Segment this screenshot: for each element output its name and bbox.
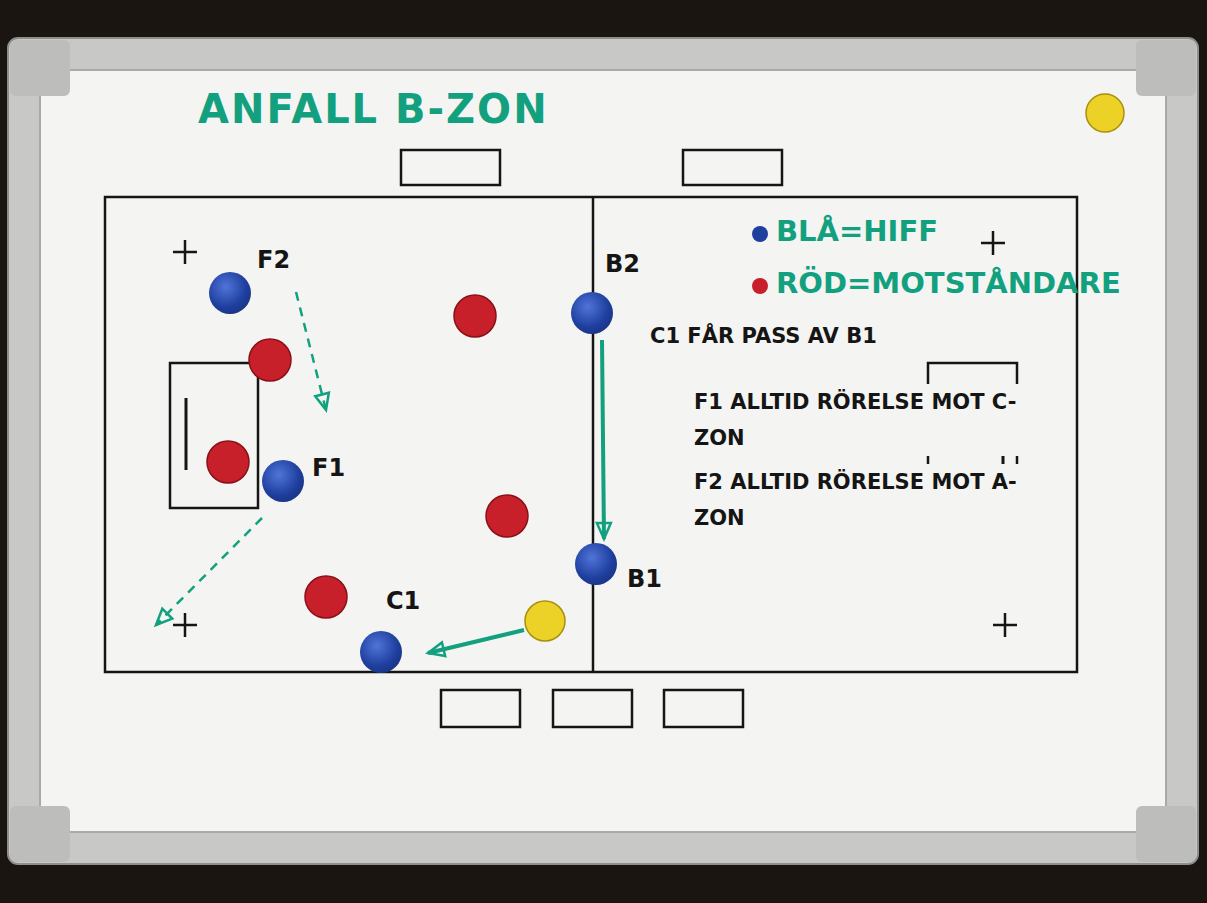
frame-corner [1136,806,1196,862]
tactic-note: F2 ALLTID RÖRELSE MOT A-ZON [690,464,1028,536]
spare-magnet [1086,94,1124,132]
bench [441,690,520,727]
legend-text: RÖD=MOTSTÅNDARE [776,266,1121,300]
movement-arrow [156,518,262,625]
player-label: C1 [386,587,420,615]
opponent-magnet [486,495,528,537]
ball-magnet [525,601,565,641]
player-magnet: F2 [209,272,251,314]
frame-corner [1136,40,1196,96]
player-magnet: F1 [262,460,304,502]
legend-text: BLÅ=HIFF [776,214,938,248]
bench [401,150,500,185]
player-label: F1 [312,454,345,482]
tactic-note: F1 ALLTID RÖRELSE MOT C-ZON [690,384,1028,456]
movement-arrow [296,292,326,410]
player-magnet: B1 [575,543,617,585]
player-label: B2 [605,250,640,278]
board-frame [8,38,1198,864]
opponent-magnet [454,295,496,337]
tactic-note: C1 FÅR PASS AV B1 [646,318,881,354]
faceoff-dot [993,613,1017,637]
center-line [592,197,595,672]
bench [683,150,782,185]
pass-arrow [428,630,524,653]
opponent-magnet [249,339,291,381]
frame-corner [10,806,70,862]
bench [664,690,743,727]
board-title: ANFALL B-ZON [198,86,549,132]
frame-corner [10,40,70,96]
player-label: F2 [257,246,290,274]
pass-run-arrow [602,340,604,539]
opponent-magnet [207,441,249,483]
goal-line [185,398,188,470]
faceoff-dot [981,231,1005,255]
goal-crease [170,363,258,508]
opponent-magnet [305,576,347,618]
board-surface [40,70,1166,832]
player-label: B1 [627,565,662,593]
legend-swatch [752,278,768,294]
legend-swatch [752,226,768,242]
faceoff-dot [173,613,197,637]
player-magnet: C1 [360,631,402,673]
bench [553,690,632,727]
player-magnet: B2 [571,292,613,334]
faceoff-dot [173,240,197,264]
